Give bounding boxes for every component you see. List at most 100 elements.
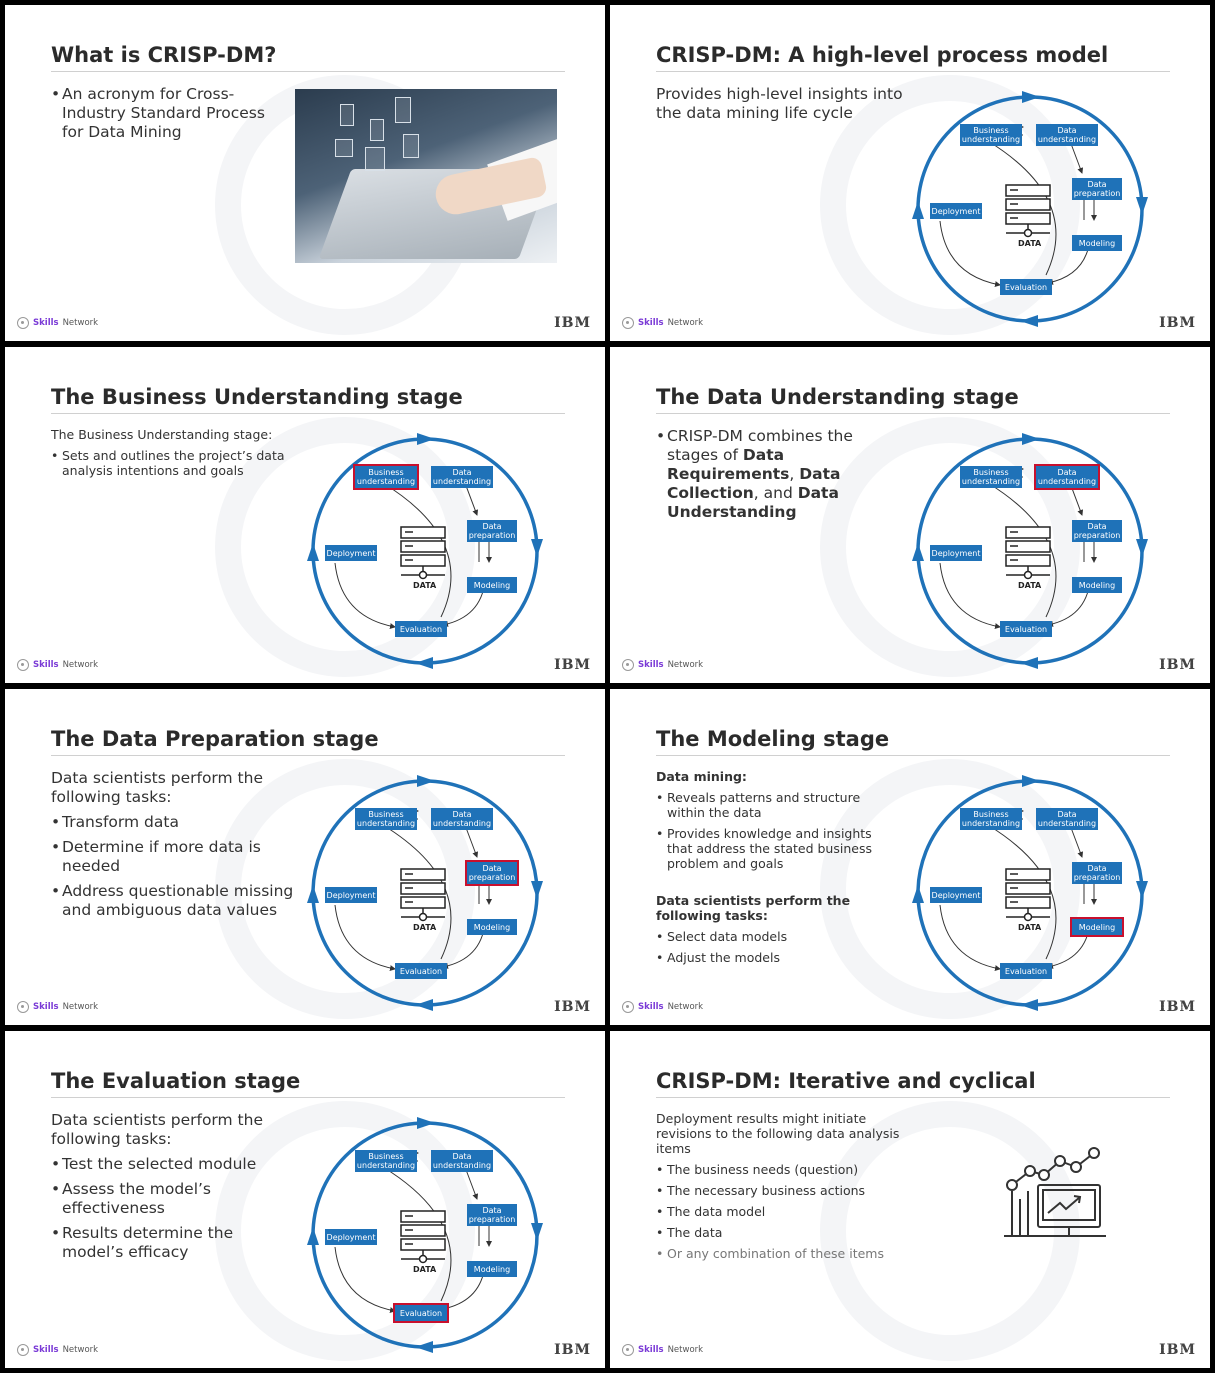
slide-text: Provides high-level insights into the da… — [656, 85, 903, 122]
crisp-dm-diagram: Business understanding Data understandin… — [305, 773, 545, 1013]
slide-body: Data mining: Reveals patterns and struct… — [656, 769, 896, 965]
crisp-dm-diagram: Business understanding Data understandin… — [910, 431, 1150, 671]
slide-body: The Business Understanding stage: Sets a… — [51, 427, 306, 478]
bullet: The business needs (question) — [656, 1162, 906, 1177]
bullet: Assess the model’s effectiveness — [51, 1180, 286, 1218]
cycle-arrow-right — [1136, 881, 1148, 899]
ibm-logo: IBM — [554, 1342, 591, 1358]
slide-body: Deployment results might initiate revisi… — [656, 1111, 906, 1261]
cycle-arrow-left — [912, 885, 924, 903]
bullet: CRISP-DM combines the stages of Data Req… — [656, 427, 866, 522]
bullet: The data — [656, 1225, 906, 1240]
crisp-dm-diagram: Business understanding Data understandin… — [910, 773, 1150, 1013]
slide-body: CRISP-DM combines the stages of Data Req… — [656, 427, 866, 522]
ibm-logo: IBM — [1159, 315, 1196, 331]
link-du-dp — [1069, 482, 1084, 516]
slide-iterative-cyclical: CRISP-DM: Iterative and cyclical Deploym… — [610, 1031, 1210, 1368]
slide-title: The Data Understanding stage — [656, 385, 1170, 414]
stage-data-understanding: Data understanding — [431, 1150, 493, 1172]
bullet: An acronym for Cross-Industry Standard P… — [51, 85, 271, 142]
slide-data-preparation: The Data Preparation stage Data scientis… — [5, 689, 605, 1025]
ibm-logo: IBM — [1159, 657, 1196, 673]
stage-modeling: Modeling — [467, 919, 517, 935]
ibm-logo: IBM — [554, 657, 591, 673]
data-label: DATA — [413, 1265, 437, 1274]
stage-evaluation: Evaluation — [1000, 963, 1052, 979]
slide-title: The Modeling stage — [656, 727, 1170, 756]
intro-text: Deployment results might initiate revisi… — [656, 1111, 900, 1156]
section-heading: Data scientists perform the following ta… — [656, 893, 851, 923]
cycle-arrow-right — [531, 1223, 543, 1241]
skills-network-icon — [17, 659, 29, 671]
bullet: Sets and outlines the project’s data ana… — [51, 448, 306, 478]
bullet: Reveals patterns and structure within th… — [656, 790, 896, 820]
link-dep-eval — [334, 562, 396, 630]
stage-data-understanding: Data understanding — [431, 466, 493, 488]
stage-deployment: Deployment — [930, 203, 982, 219]
link-dep-eval — [334, 904, 396, 972]
crisp-dm-diagram: Business understanding Data understandin… — [305, 431, 545, 671]
stage-data-understanding: Data understanding — [1036, 124, 1098, 146]
stage-modeling: Modeling — [1070, 917, 1124, 937]
bullet: Transform data — [51, 813, 306, 832]
stage-data-understanding: Data understanding — [431, 808, 493, 830]
stage-business-understanding: Business understanding — [960, 124, 1022, 146]
cycle-arrow-left — [307, 543, 319, 561]
slide-title: The Evaluation stage — [51, 1069, 565, 1098]
section-heading: Data mining: — [656, 769, 747, 784]
stage-modeling: Modeling — [1072, 577, 1122, 593]
slide-title: What is CRISP-DM? — [51, 43, 565, 72]
cycle-arrow-left — [307, 885, 319, 903]
stage-deployment: Deployment — [325, 1229, 377, 1245]
stage-data-preparation: Data preparation — [467, 1204, 517, 1226]
stage-business-understanding: Business understanding — [355, 1150, 417, 1172]
stage-evaluation: Evaluation — [395, 621, 447, 637]
bullet: Test the selected module — [51, 1155, 286, 1174]
stage-business-understanding: Business understanding — [960, 466, 1022, 488]
cycle-arrow-top — [1022, 433, 1040, 445]
bullet: Address questionable missing and ambiguo… — [51, 882, 306, 920]
cycle-arrow-bottom — [1020, 315, 1038, 327]
slide-body: Data scientists perform the following ta… — [51, 1111, 286, 1262]
link-dep-eval — [939, 220, 1001, 288]
stage-data-understanding: Data understanding — [1036, 808, 1098, 830]
crisp-dm-diagram: Business understanding Data understandin… — [305, 1115, 545, 1355]
slide-title: The Data Preparation stage — [51, 727, 565, 756]
database-icon — [1005, 526, 1051, 580]
cycle-arrow-right — [531, 881, 543, 899]
crisp-dm-diagram: Business understanding Data understandin… — [910, 89, 1150, 329]
link-du-dp — [1069, 140, 1084, 174]
bullet: Results determine the model’s efficacy — [51, 1224, 286, 1262]
cycle-arrow-right — [531, 539, 543, 557]
skills-network-icon — [622, 317, 634, 329]
link-du-dp — [464, 824, 479, 858]
slide-title: CRISP-DM: A high-level process model — [656, 43, 1170, 72]
link-dep-eval — [334, 1246, 396, 1314]
cycle-svg — [912, 433, 1148, 669]
link-du-dp — [464, 482, 479, 516]
database-icon — [400, 526, 446, 580]
laptop-photo — [295, 89, 557, 263]
skills-network-icon — [622, 659, 634, 671]
cycle-arrow-top — [417, 433, 435, 445]
link-du-dp — [1069, 824, 1084, 858]
cycle-arrow-top — [1022, 91, 1040, 103]
stage-deployment: Deployment — [325, 545, 377, 561]
skills-network-icon — [17, 317, 29, 329]
bullet: Provides knowledge and insights that add… — [656, 826, 896, 871]
stage-modeling: Modeling — [467, 1261, 517, 1277]
stage-business-understanding: Business understanding — [353, 464, 419, 490]
bullet: Adjust the models — [656, 950, 896, 965]
link-du-dp — [464, 1166, 479, 1200]
skills-network-icon — [17, 1344, 29, 1356]
database-icon — [1005, 184, 1051, 238]
stage-data-understanding: Data understanding — [1034, 464, 1100, 490]
stage-evaluation: Evaluation — [395, 963, 447, 979]
slide-business-understanding: The Business Understanding stage The Bus… — [5, 347, 605, 683]
data-label: DATA — [413, 923, 437, 932]
slide-title: CRISP-DM: Iterative and cyclical — [656, 1069, 1170, 1098]
bullet: Select data models — [656, 929, 896, 944]
link-dep-eval — [939, 562, 1001, 630]
